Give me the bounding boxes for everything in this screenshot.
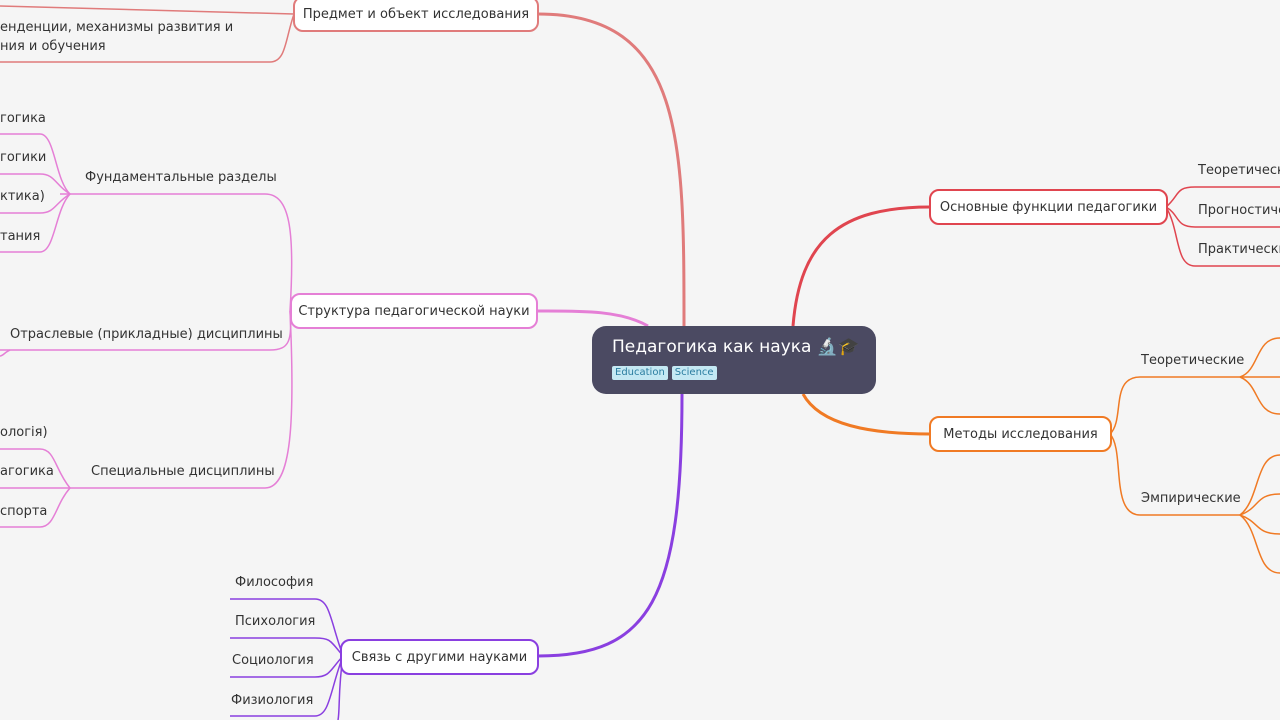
connector-root-relations [537, 393, 684, 658]
functions-child-3[interactable]: Практически [1198, 242, 1280, 257]
node-methods-empirical[interactable]: Эмпирические [1141, 491, 1241, 506]
special-child-1[interactable]: ологія) [0, 425, 48, 440]
connector-root-subject [537, 12, 686, 329]
special-child-3[interactable]: спорта [0, 504, 48, 519]
tag-education[interactable]: Education [612, 366, 668, 380]
subject-child-1[interactable]: енденции, механизмы развития и [0, 20, 234, 35]
fundamental-child-4[interactable]: тания [0, 229, 41, 244]
connector-root-methods [801, 393, 931, 436]
tag-science[interactable]: Science [671, 366, 717, 380]
node-functions[interactable]: Основные функции педагогики [929, 189, 1168, 225]
relations-child-1[interactable]: Философия [235, 575, 314, 590]
fundamental-child-2[interactable]: гогики [0, 150, 47, 165]
relations-child-2[interactable]: Психология [235, 614, 316, 629]
fundamental-child-1[interactable]: гогика [0, 111, 46, 126]
node-special[interactable]: Специальные дисциплины [91, 464, 275, 479]
root-title: Педагогика как наука 🔬🎓 [612, 337, 860, 357]
node-subject[interactable]: Предмет и объект исследования [293, 0, 539, 32]
fundamental-child-3[interactable]: ктика) [0, 189, 45, 204]
connector-root-structure [537, 309, 649, 328]
functions-child-2[interactable]: Прогностиче [1198, 203, 1280, 218]
node-structure[interactable]: Структура педагогической науки [290, 293, 538, 329]
node-fundamental[interactable]: Фундаментальные разделы [85, 170, 277, 185]
node-relations[interactable]: Связь с другими науками [340, 639, 539, 675]
node-methods-theoretical[interactable]: Теоретические [1141, 353, 1245, 368]
node-applied[interactable]: Отраслевые (прикладные) дисциплины [10, 327, 283, 342]
relations-child-4[interactable]: Физиология [231, 693, 314, 708]
node-methods[interactable]: Методы исследования [929, 416, 1112, 452]
special-child-2[interactable]: агогика [0, 464, 54, 479]
relations-child-3[interactable]: Социология [232, 653, 314, 668]
functions-child-1[interactable]: Теоретическа [1198, 163, 1280, 178]
subject-child-2[interactable]: ния и обучения [0, 39, 106, 54]
connector-root-functions [791, 205, 931, 327]
